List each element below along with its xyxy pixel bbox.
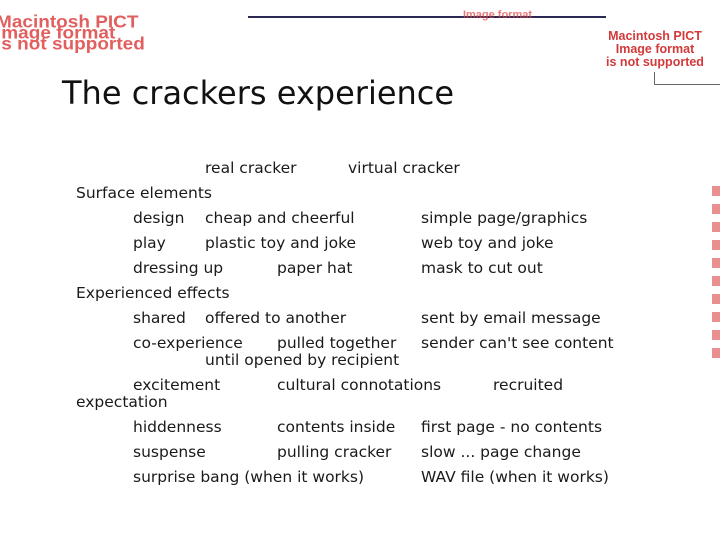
row-virtual: simple page/graphics xyxy=(421,209,588,227)
row-label: shared xyxy=(133,309,186,327)
row-virtual: recruited xyxy=(493,376,564,394)
section-heading-surface: Surface elements xyxy=(76,184,212,202)
row-virtual: WAV file (when it works) xyxy=(421,468,609,486)
placeholder-line: Macintosh PICT xyxy=(0,13,139,33)
edge-decoration xyxy=(712,186,720,386)
row-real: cultural connotations xyxy=(277,376,442,394)
top-rule xyxy=(248,16,606,18)
row-real: pulled together xyxy=(277,334,397,352)
row-virtual: web toy and joke xyxy=(421,234,554,252)
unsupported-image-placeholder-left: Macintosh PICT Image format is not suppo… xyxy=(0,13,256,54)
row-virtual: slow ... page change xyxy=(421,443,581,461)
placeholder-line: is not supported xyxy=(0,34,145,54)
placeholder-line: is not supported xyxy=(606,55,704,69)
unsupported-image-placeholder-middle: Image format xyxy=(430,9,565,21)
row-virtual: first page - no contents xyxy=(421,418,603,436)
column-header-virtual: virtual cracker xyxy=(348,159,460,177)
placeholder-line: Image format xyxy=(0,24,116,43)
row-real-continuation: until opened by recipient xyxy=(205,351,400,369)
row-real: cheap and cheerful xyxy=(205,209,355,227)
row-real: contents inside xyxy=(277,418,396,436)
row-label: co-experience xyxy=(133,334,243,352)
placeholder-line: Macintosh PICT xyxy=(608,29,702,43)
row-label: dressing up xyxy=(133,259,224,277)
row-virtual: sender can't see content xyxy=(421,334,614,352)
row-real: pulling cracker xyxy=(277,443,392,461)
row-label: excitement xyxy=(133,376,221,394)
row-label-continuation: expectation xyxy=(76,393,168,411)
row-label: suspense xyxy=(133,443,206,461)
slide-title: The crackers experience xyxy=(62,74,455,112)
row-real: paper hat xyxy=(277,259,353,277)
row-label: surprise bang (when it works) xyxy=(133,468,365,486)
placeholder-line: Image format xyxy=(462,9,533,21)
row-label: play xyxy=(133,234,166,252)
row-real: offered to another xyxy=(205,309,347,327)
unsupported-image-placeholder-right: Macintosh PICT Image format is not suppo… xyxy=(590,30,720,69)
corner-bracket xyxy=(654,72,720,85)
placeholder-line: Image format xyxy=(615,42,695,56)
row-label: design xyxy=(133,209,185,227)
row-label: hiddenness xyxy=(133,418,222,436)
section-heading-experienced: Experienced effects xyxy=(76,284,230,302)
column-header-real: real cracker xyxy=(205,159,297,177)
row-virtual: sent by email message xyxy=(421,309,601,327)
row-real: plastic toy and joke xyxy=(205,234,357,252)
row-virtual: mask to cut out xyxy=(421,259,543,277)
